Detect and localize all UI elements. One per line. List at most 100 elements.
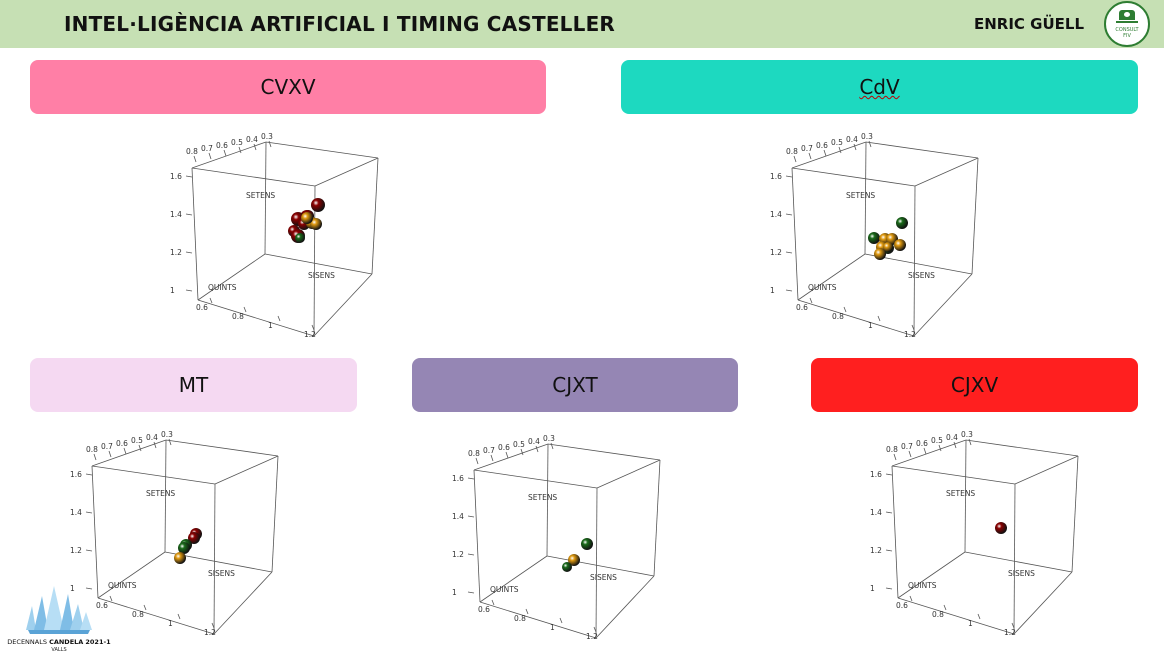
tick-label: 1 — [770, 286, 775, 295]
box-edge — [546, 443, 549, 557]
data-point-red — [995, 522, 1007, 534]
panel-label-cjxv: CJXV — [811, 358, 1138, 412]
tick-label: 0.3 — [161, 430, 173, 439]
box-edge — [913, 273, 973, 337]
tick-label: 1.2 — [70, 546, 82, 555]
tick-label: 1.2 — [904, 330, 916, 339]
box-edge — [197, 253, 266, 301]
tick-label: 0.6 — [896, 601, 908, 610]
data-point-green — [178, 542, 190, 554]
tick-label: 1 — [870, 584, 875, 593]
tick-label: 1.6 — [452, 474, 464, 483]
box-edge — [914, 157, 979, 187]
box-edge — [313, 273, 373, 337]
tick-label: 0.3 — [543, 434, 555, 443]
tick-label: 1.2 — [1004, 628, 1016, 637]
box-edge — [595, 487, 598, 639]
tick-label: 0.5 — [231, 138, 243, 147]
logo-text: FIV — [1123, 33, 1131, 39]
axis-label: SISENS — [590, 573, 617, 582]
box-edge — [165, 439, 279, 457]
data-point-orange — [874, 248, 886, 260]
axis-label: QUINTS — [808, 283, 837, 292]
data-point-orange — [894, 239, 906, 251]
box-edge — [864, 141, 867, 255]
box-edge — [264, 141, 267, 255]
tick-label: 1.4 — [170, 210, 182, 219]
box-edge — [191, 167, 316, 187]
tick-label: 0.6 — [216, 141, 228, 150]
box-edge — [653, 459, 661, 577]
candela-crown-icon — [26, 586, 92, 634]
tick-label: 1.4 — [452, 512, 464, 521]
tick-label: 0.6 — [498, 443, 510, 452]
box-edge — [964, 439, 967, 553]
tick-label: 0.3 — [261, 132, 273, 141]
box-edge — [271, 455, 279, 573]
box-edge — [91, 439, 167, 467]
tick-label: 0.3 — [861, 132, 873, 141]
page-title: INTEL·LIGÈNCIA ARTIFICIAL I TIMING CASTE… — [64, 12, 616, 36]
box-edge — [595, 575, 655, 639]
panel-label-mt: MT — [30, 358, 357, 412]
tick-label: 0.6 — [478, 605, 490, 614]
box-edge — [865, 141, 979, 159]
tick-label: 1.2 — [304, 330, 316, 339]
tick-label: 1.2 — [770, 248, 782, 257]
tick-label: 1 — [168, 619, 173, 628]
tick-label: 0.8 — [86, 445, 98, 454]
tick-label: 1 — [968, 619, 973, 628]
box-edge — [891, 465, 1016, 485]
box-edge — [971, 157, 979, 275]
box-edge — [791, 167, 916, 187]
axis-label: SISENS — [308, 271, 335, 280]
box-edge — [473, 469, 481, 603]
box-edge — [596, 459, 661, 489]
data-point-green — [295, 233, 305, 243]
tick-label: 1 — [550, 623, 555, 632]
box-edge — [197, 299, 315, 337]
tick-label: 1 — [70, 584, 75, 593]
tick-label: 0.8 — [832, 312, 844, 321]
tick-label: 1 — [452, 588, 457, 597]
tick-label: 0.8 — [886, 445, 898, 454]
axis-label: SETENS — [528, 493, 557, 502]
data-point-green — [562, 562, 572, 572]
box-edge — [213, 483, 216, 635]
data-point-orange — [568, 554, 580, 566]
tick-label: 1.4 — [70, 508, 82, 517]
logo-emblem-icon — [1119, 10, 1135, 20]
tick-label: 0.8 — [132, 610, 144, 619]
box-edge — [214, 455, 279, 485]
box-edge — [264, 253, 373, 275]
tick-label: 1.2 — [452, 550, 464, 559]
data-point-red — [311, 198, 325, 212]
tick-label: 0.6 — [796, 303, 808, 312]
logo-text: CONSULT — [1115, 27, 1139, 33]
box-edge — [91, 465, 216, 485]
tick-label: 0.8 — [232, 312, 244, 321]
box-edge — [164, 439, 167, 553]
data-point-green — [868, 232, 880, 244]
tick-label: 1.6 — [870, 470, 882, 479]
axis-label: SETENS — [246, 191, 275, 200]
tick-label: 0.4 — [846, 135, 858, 144]
box-edge — [546, 555, 655, 577]
box-edge — [191, 167, 199, 301]
tick-label: 1.6 — [170, 172, 182, 181]
box-edge — [1014, 455, 1079, 485]
tick-label: 1.4 — [770, 210, 782, 219]
tick-label: 1.2 — [870, 546, 882, 555]
tick-label: 0.6 — [116, 439, 128, 448]
box-edge — [547, 443, 661, 461]
tick-label: 1.2 — [586, 632, 598, 641]
tick-label: 0.5 — [931, 436, 943, 445]
box-edge — [213, 571, 273, 635]
tick-label: 0.7 — [201, 144, 213, 153]
box-edge — [1013, 483, 1016, 635]
box-edge — [91, 465, 99, 599]
